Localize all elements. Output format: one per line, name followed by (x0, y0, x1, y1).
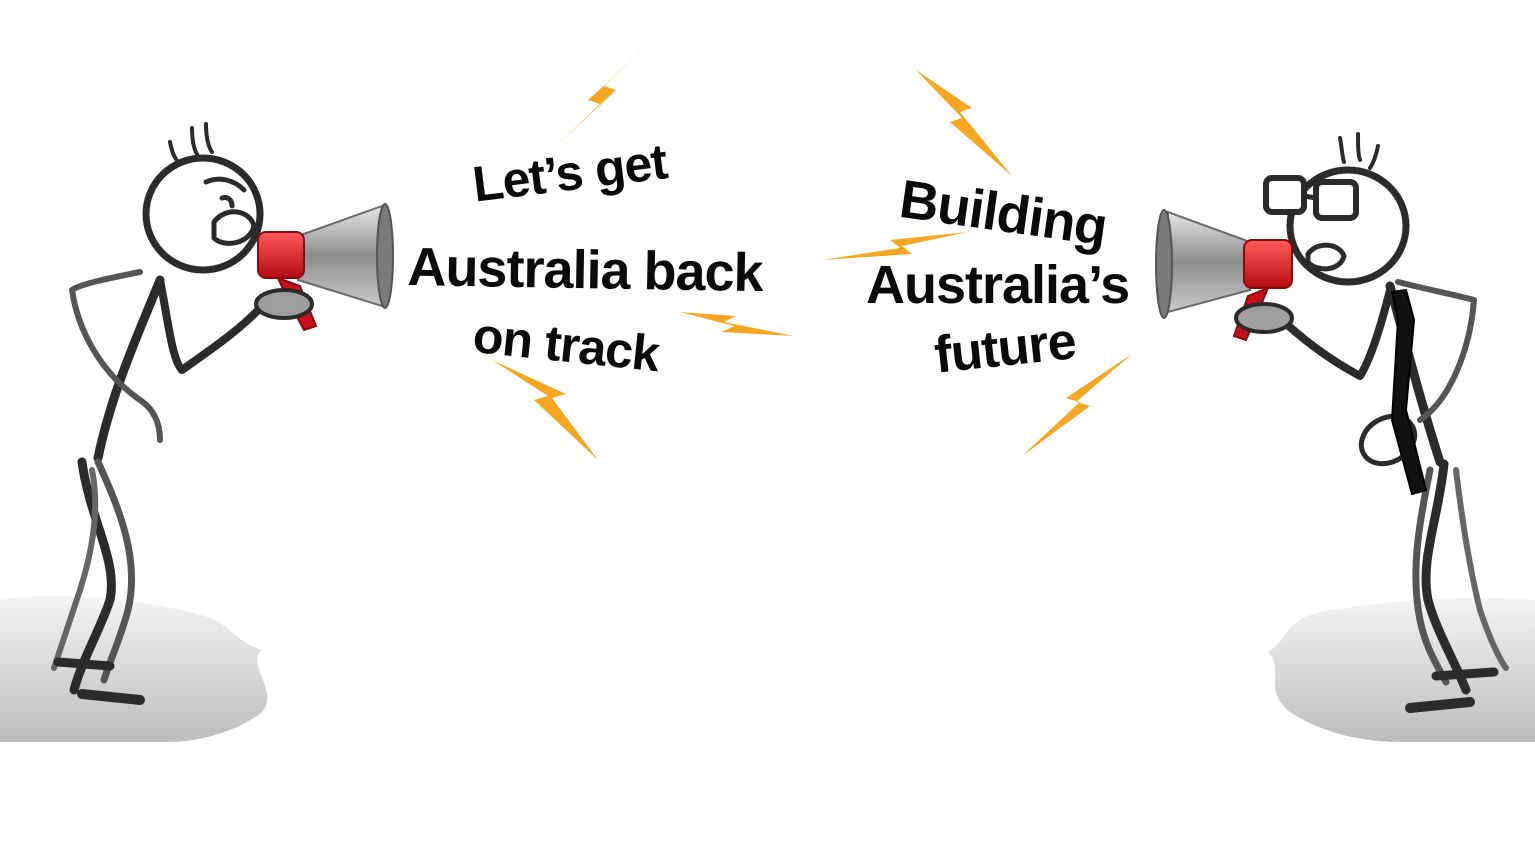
lightning-bolt-icon (822, 232, 968, 260)
megaphone-right-icon (1155, 209, 1294, 342)
lightning-bolt-icon (552, 42, 652, 150)
right-slogan-line-3: future (931, 312, 1079, 385)
megaphone-left-icon (254, 203, 394, 332)
lightning-bolts (492, 42, 1132, 460)
lightning-bolt-icon (1022, 354, 1132, 456)
stick-figure-left (51, 122, 266, 705)
ground-shadow-left (0, 595, 268, 742)
lightning-bolt-icon (916, 70, 1012, 176)
right-slogan-line-2: Australia’s (866, 255, 1130, 315)
necktie-icon (1390, 288, 1428, 496)
left-slogan-line-2: Australia back (407, 237, 764, 304)
lightning-bolt-icon (492, 360, 598, 460)
glasses-icon (1263, 175, 1359, 221)
lightning-bolt-icon (680, 312, 794, 336)
